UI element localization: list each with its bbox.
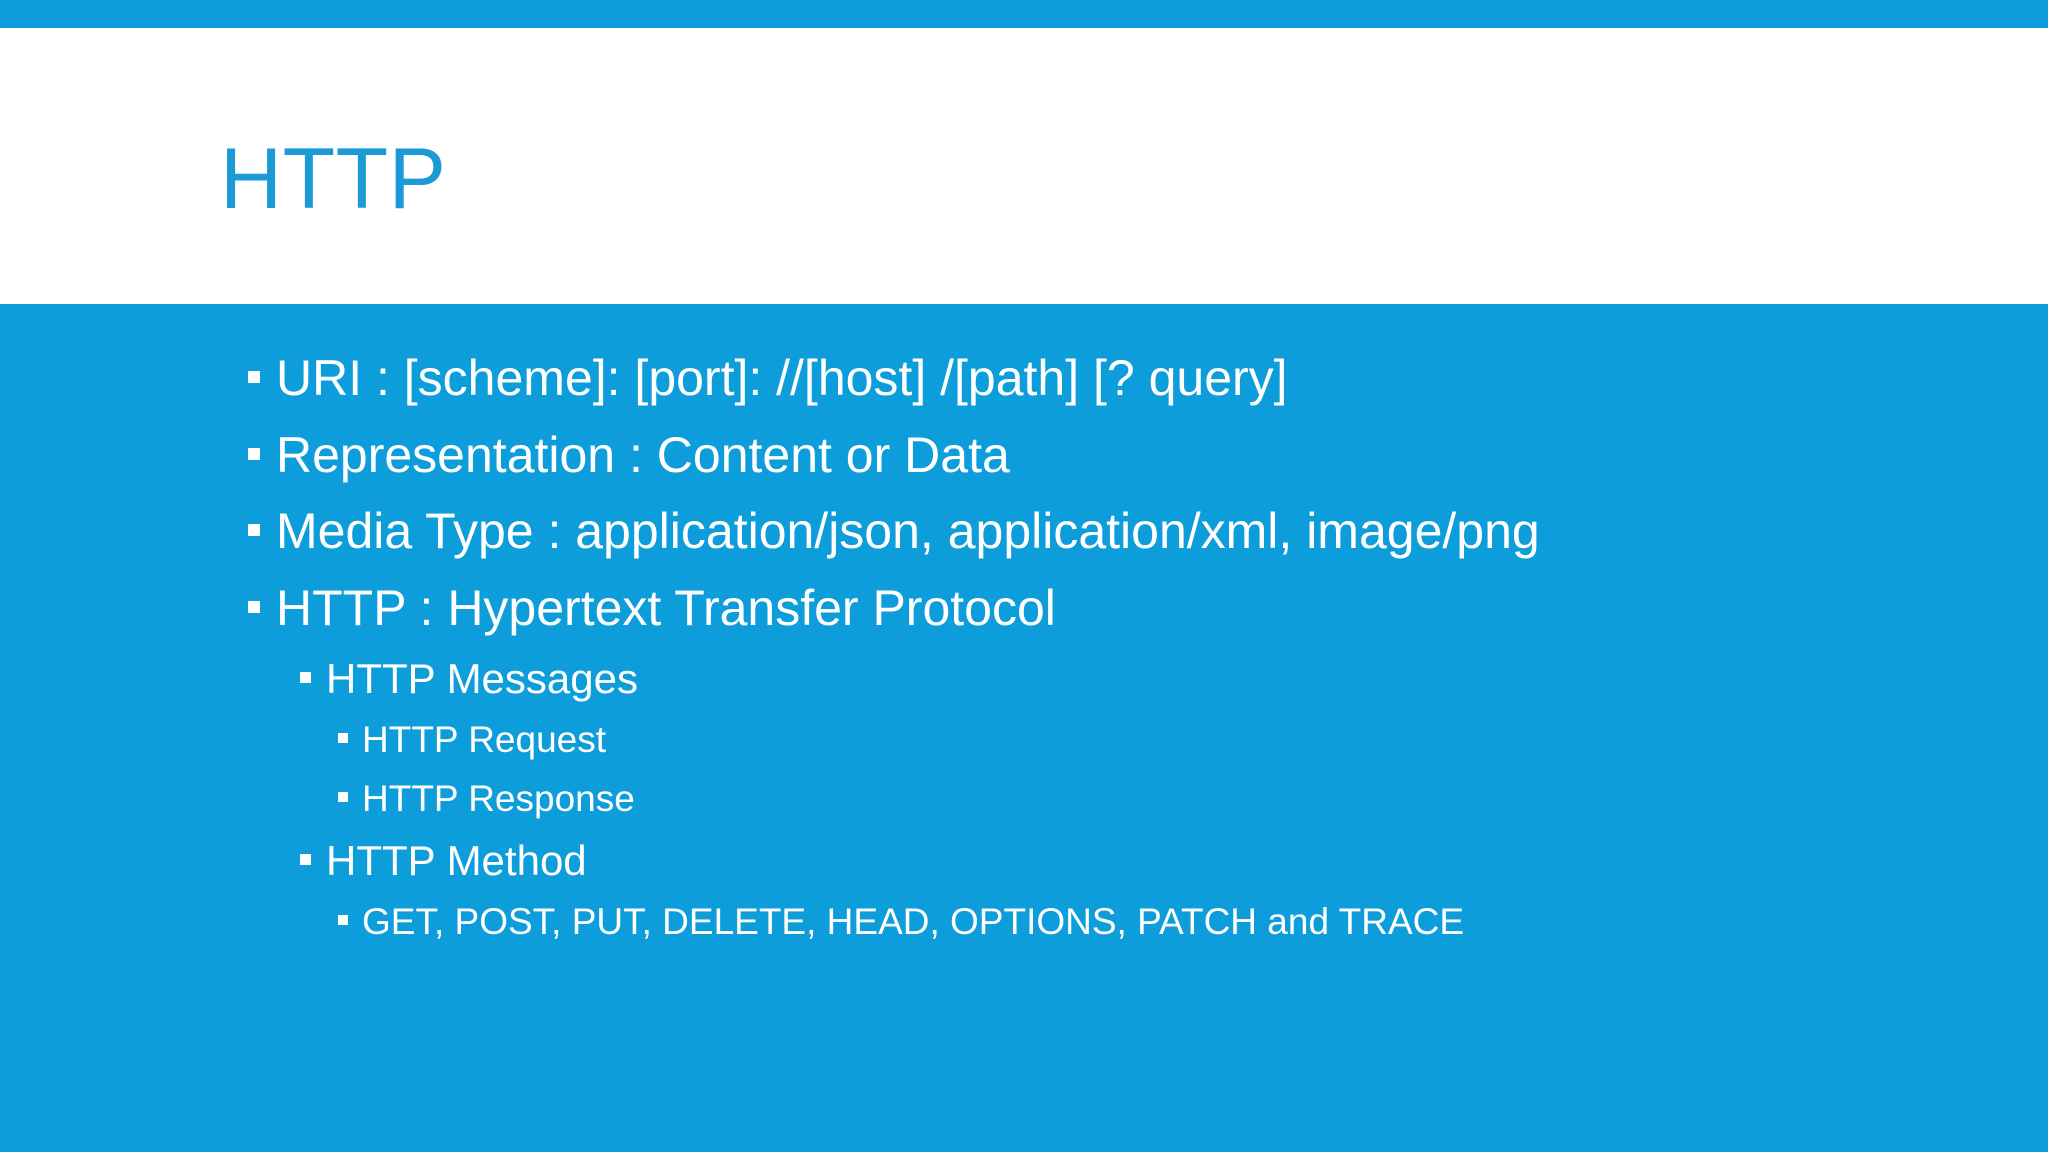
- square-bullet-icon: [248, 371, 260, 383]
- bullet-text: HTTP Request: [362, 719, 607, 761]
- bullet-text: GET, POST, PUT, DELETE, HEAD, OPTIONS, P…: [362, 901, 1465, 943]
- bullet-item-uri: URI : [scheme]: [port]: //[host] /[path]…: [0, 340, 2048, 417]
- bullet-item-media-type: Media Type : application/json, applicati…: [0, 493, 2048, 570]
- top-accent-bar: [0, 0, 2048, 28]
- bullet-text: HTTP Response: [362, 777, 635, 819]
- bullet-item-http-method: HTTP Method: [0, 828, 2048, 893]
- content-band: URI : [scheme]: [port]: //[host] /[path]…: [0, 304, 2048, 1152]
- bullet-text: HTTP : Hypertext Transfer Protocol: [276, 579, 1056, 636]
- bullet-text: URI : [scheme]: [port]: //[host] /[path]…: [276, 350, 1288, 406]
- square-bullet-icon: [248, 600, 260, 613]
- square-bullet-icon: [248, 447, 260, 460]
- bullet-text: Representation : Content or Data: [276, 426, 1010, 483]
- square-bullet-icon: [300, 672, 311, 683]
- bullet-text: Media Type : application/json, applicati…: [276, 503, 1540, 559]
- title-band: HTTP: [0, 28, 2048, 304]
- square-bullet-icon: [338, 791, 348, 802]
- page-title: HTTP: [220, 131, 447, 227]
- square-bullet-icon: [338, 915, 348, 926]
- bullet-list: URI : [scheme]: [port]: //[host] /[path]…: [0, 340, 2048, 952]
- bullet-item-http-request: HTTP Request: [0, 711, 2048, 769]
- bullet-text: HTTP Messages: [326, 655, 638, 702]
- bullet-item-http-response: HTTP Response: [0, 770, 2048, 828]
- square-bullet-icon: [248, 524, 260, 536]
- square-bullet-icon: [338, 733, 348, 744]
- square-bullet-icon: [300, 854, 311, 865]
- bullet-item-http-messages: HTTP Messages: [0, 646, 2048, 711]
- bullet-text: HTTP Method: [326, 837, 587, 884]
- bullet-item-http: HTTP : Hypertext Transfer Protocol: [0, 570, 2048, 647]
- bullet-item-representation: Representation : Content or Data: [0, 417, 2048, 494]
- bullet-item-http-verbs: GET, POST, PUT, DELETE, HEAD, OPTIONS, P…: [0, 893, 2048, 951]
